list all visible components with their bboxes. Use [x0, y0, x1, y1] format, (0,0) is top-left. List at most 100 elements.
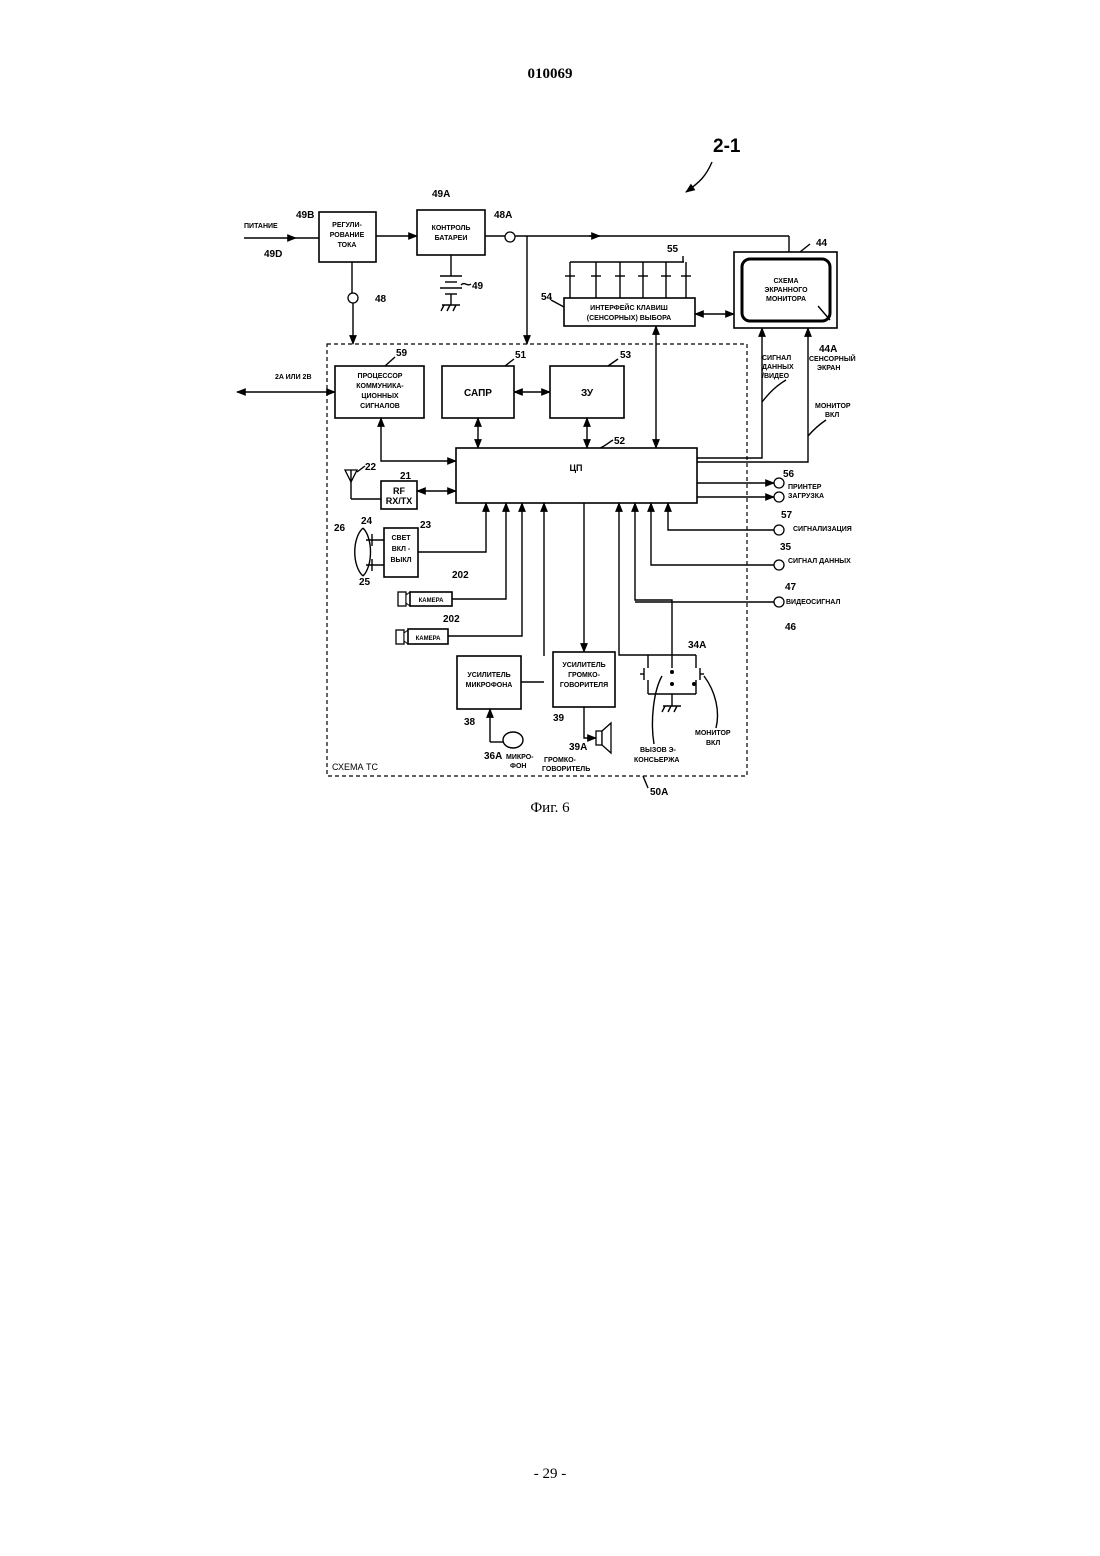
diagram-label: СИГНАЛ: [762, 355, 791, 362]
lamp-ref-b: 26: [334, 523, 346, 534]
diagram-label: КАМЕРА: [419, 598, 444, 604]
diagram-label: ВЫКЛ: [390, 557, 411, 564]
tc-circuit-label: СХЕМА ТС: [332, 762, 378, 772]
diagram-label: ФОН: [510, 763, 526, 770]
diagram-label: ЗУ: [581, 388, 594, 399]
download-ref: 57: [781, 510, 793, 521]
diagram-label: ВКЛ: [706, 740, 720, 747]
lamp-ref-a: 24: [361, 516, 373, 527]
node-48: [348, 293, 358, 303]
diagram-label: СЕНСОРНЫЙ: [809, 354, 856, 363]
diagram-label: САПР: [464, 388, 492, 399]
camera1-ref: 202: [452, 570, 469, 581]
diagram-label: РЕГУЛИ-: [332, 222, 362, 229]
battery-icon: [440, 255, 462, 311]
comm-processor-ref: 59: [396, 348, 408, 359]
microphone-icon: [503, 732, 523, 748]
keys-ref: 55: [667, 244, 679, 255]
diagram-label: RF: [393, 486, 405, 496]
node-48a: [505, 232, 515, 242]
data-signal-terminal: [774, 560, 784, 570]
block-diagram-figure: 2-1 СХЕМА ТС 50A ПИТАНИЕ 49D 49B РЕГУЛИ-…: [0, 0, 1100, 800]
diagram-label: ИНТЕРФЕЙС КЛАВИШ: [590, 303, 668, 312]
camera2-icon: [396, 630, 408, 644]
sapr-ref: 51: [515, 350, 527, 361]
spk-amp-ref: 39: [553, 713, 565, 724]
push-switches-icon: [619, 503, 704, 712]
diagram-label: ЭКРАН: [817, 365, 840, 372]
alarm-label: СИГНАЛИЗАЦИЯ: [793, 526, 852, 533]
diagram-label: СВЕТ: [391, 535, 411, 542]
printer-ref: 56: [783, 469, 795, 480]
touch-screen-ref: 44A: [819, 344, 837, 355]
diagram-label: ГРОМКО-: [544, 757, 577, 764]
diagram-label: ПРОЦЕССОР: [358, 373, 403, 380]
diagram-label: ГРОМКО-: [568, 672, 601, 679]
diagram-label: МОНИТОРА: [766, 296, 806, 303]
diagram-label: СХЕМА: [773, 278, 798, 285]
alarm-ref: 35: [780, 542, 792, 553]
figure-ref-label: 2-1: [713, 136, 741, 157]
diagram-label: ВЫЗОВ Э-: [640, 747, 677, 754]
diagram-label: МИКРО-: [506, 754, 534, 761]
download-label: ЗАГРУЗКА: [788, 493, 824, 500]
diagram-label: /ВИДЕО: [762, 373, 790, 380]
diagram-label: ЦП: [569, 463, 582, 473]
diagram-label: КОНСЬЕРЖА: [634, 757, 680, 764]
lamp-icon: [355, 528, 384, 576]
power-input-label: ПИТАНИЕ: [244, 223, 278, 230]
loudspeaker-icon: [596, 723, 611, 753]
diagram-label: ГОВОРИТЕЛЯ: [560, 682, 608, 689]
battery-ctrl-ref: 49A: [432, 189, 450, 200]
mic-amp-ref: 38: [464, 717, 476, 728]
key-interface-ref: 54: [541, 292, 553, 303]
diagram-label: БАТАРЕИ: [435, 235, 468, 242]
power-input-ref: 49D: [264, 249, 282, 260]
lamp-ref-c: 25: [359, 577, 371, 588]
diagram-label: ДАННЫХ: [762, 364, 794, 371]
light-ref: 23: [420, 520, 432, 531]
antenna-ref: 22: [365, 462, 377, 473]
camera1-icon: [398, 592, 410, 606]
diagram-label: ТОКА: [338, 242, 357, 249]
diagram-label: МОНИТОР: [815, 403, 851, 410]
data-signal-label: СИГНАЛ ДАННЫХ: [788, 558, 851, 565]
memory-ref: 53: [620, 350, 632, 361]
camera2-ref: 202: [443, 614, 460, 625]
diagram-label: КОММУНИКА-: [356, 383, 404, 390]
figure-ref-arrow: [686, 162, 712, 192]
figure-caption: Фиг. 6: [0, 800, 1100, 817]
diagram-label: КОНТРОЛЬ: [432, 225, 471, 232]
speaker-amplifier-block: [553, 652, 615, 707]
cpu-ref: 52: [614, 436, 626, 447]
video-signal-ref: 46: [785, 622, 797, 633]
diagram-label: КАМЕРА: [416, 636, 441, 642]
diagram-label: РОВАНИЕ: [330, 232, 365, 239]
battery-control-block: [417, 210, 485, 255]
antenna-icon: [345, 470, 381, 499]
diagram-label: ЦИОННЫХ: [361, 393, 399, 400]
diagram-label: СИГНАЛОВ: [360, 403, 400, 410]
page-number: - 29 -: [0, 1466, 1100, 1483]
data-signal-ref: 47: [785, 582, 797, 593]
cpu-block: [456, 448, 697, 503]
diagram-label: УСИЛИТЕЛЬ: [562, 662, 605, 669]
alarm-terminal: [774, 525, 784, 535]
diagram-label: МИКРОФОНА: [466, 682, 513, 689]
diagram-label: (СЕНСОРНЫХ) ВЫБОРА: [587, 315, 671, 322]
diagram-label: ВКЛ: [825, 412, 839, 419]
diagram-label: ГОВОРИТЕЛЬ: [542, 766, 590, 773]
diagram-label: ВКЛ -: [392, 546, 411, 553]
diagram-label: МОНИТОР: [695, 730, 731, 737]
video-signal-terminal: [774, 597, 784, 607]
selection-keys-icon: [565, 256, 691, 298]
diagram-label: RX/TX: [386, 496, 413, 506]
speaker-ref: 39A: [569, 742, 587, 753]
tc-circuit-ref: 50A: [650, 787, 668, 798]
node-48a-ref: 48A: [494, 210, 512, 221]
comm-link-label: 2A ИЛИ 2B: [275, 374, 312, 381]
monitor-ref: 44: [816, 238, 828, 249]
download-terminal: [774, 492, 784, 502]
mic-ref: 36A: [484, 751, 502, 762]
current-reg-ref: 49B: [296, 210, 314, 221]
